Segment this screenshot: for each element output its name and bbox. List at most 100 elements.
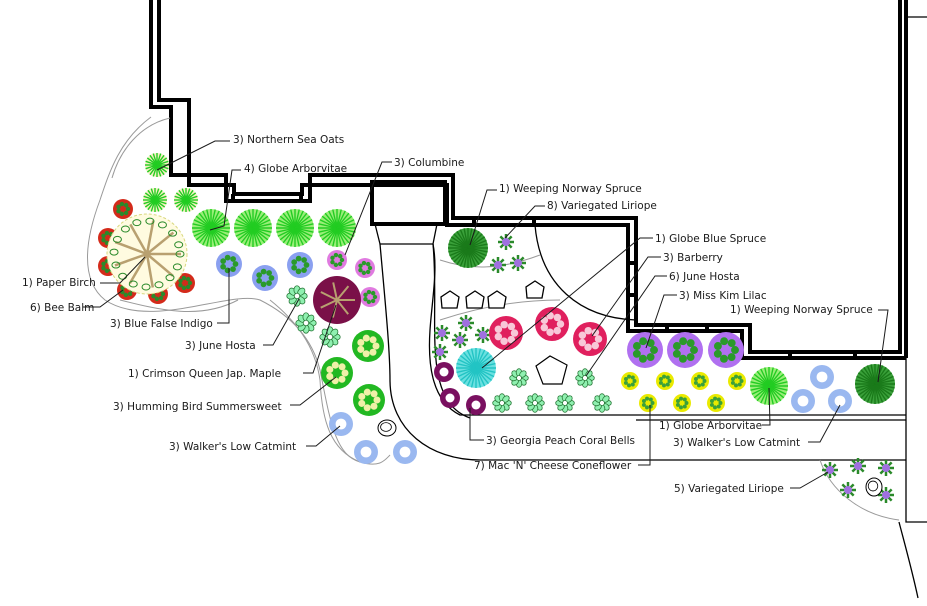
- label-globe-blue-spruce: 1) Globe Blue Spruce: [655, 233, 766, 245]
- leader-line: [217, 268, 230, 324]
- variegated-liriope-plant: [850, 458, 866, 474]
- june-hosta-plant: [525, 393, 545, 413]
- leader-line: [469, 408, 484, 441]
- label-weeping-norway-spruce-a: 1) Weeping Norway Spruce: [499, 183, 642, 195]
- walkers-low-catmint-plant: [354, 440, 378, 464]
- globe-arborvitae-plant: [318, 209, 356, 247]
- variegated-liriope-plant: [458, 315, 474, 331]
- june-hosta-plant: [575, 368, 595, 388]
- mac-n-cheese-coneflower-plant: [728, 372, 746, 390]
- variegated-liriope-plant: [878, 487, 894, 503]
- label-blue-false-indigo: 3) Blue False Indigo: [110, 318, 213, 330]
- leader-line: [808, 404, 841, 443]
- barberry-plant: [535, 307, 569, 341]
- variegated-liriope-plant: [878, 460, 894, 476]
- variegated-liriope-plant: [840, 482, 856, 498]
- miss-kim-lilac-plant: [627, 332, 663, 368]
- walkers-low-catmint-plant: [810, 365, 834, 389]
- bee-balm-plant: [175, 273, 195, 293]
- leader-line: [481, 237, 653, 369]
- walkers-low-catmint-plant: [828, 389, 852, 413]
- georgia-peach-coral-bells-plant: [466, 395, 486, 415]
- stepping-stone: [440, 290, 460, 309]
- northern-sea-oats-plant: [145, 153, 169, 177]
- globe-arborvitae-plant: [234, 209, 272, 247]
- variegated-liriope-plant: [475, 327, 491, 343]
- label-bee-balm: 6) Bee Balm: [30, 302, 94, 314]
- june-hosta-plant: [286, 285, 308, 307]
- leader-line: [762, 387, 771, 426]
- blue-false-indigo-plant: [287, 252, 313, 278]
- globe-blue-spruce-plant: [456, 348, 496, 388]
- boulder: [377, 419, 397, 437]
- house-outline: [149, 0, 927, 360]
- variegated-liriope-plant: [490, 257, 506, 273]
- columbine-plant: [355, 258, 375, 278]
- leader-line: [645, 294, 677, 349]
- variegated-liriope-plant: [498, 234, 514, 250]
- leader-line: [83, 289, 124, 308]
- mac-n-cheese-coneflower-plant: [621, 372, 639, 390]
- label-humming-bird-summersweet: 3) Humming Bird Summersweet: [113, 401, 282, 413]
- boulder-feature: [535, 355, 568, 385]
- leader-line: [504, 205, 545, 239]
- label-variegated-liriope-8: 8) Variegated Liriope: [547, 200, 657, 212]
- label-june-hosta-6: 6) June Hosta: [669, 271, 740, 283]
- label-walkers-low-catmint-a: 3) Walker's Low Catmint: [169, 441, 296, 453]
- june-hosta-plant: [592, 393, 612, 413]
- bee-balm-plant: [113, 199, 133, 219]
- globe-arborvitae-plant: [276, 209, 314, 247]
- leader-lines: [83, 140, 889, 489]
- weeping-norway-spruce-plant: [855, 364, 895, 404]
- label-miss-kim-lilac: 3) Miss Kim Lilac: [679, 290, 767, 302]
- label-mac-n-cheese-coneflower: 7) Mac 'N' Cheese Coneflower: [474, 460, 632, 472]
- label-walkers-low-catmint-b: 3) Walker's Low Catmint: [673, 437, 800, 449]
- northern-sea-oats-plant: [143, 188, 167, 212]
- blue-false-indigo-plant: [252, 265, 278, 291]
- label-variegated-liriope-5: 5) Variegated Liriope: [674, 483, 784, 495]
- stepping-stone: [487, 290, 507, 309]
- humming-bird-summersweet-plant: [321, 357, 353, 389]
- walkers-low-catmint-plant: [393, 440, 417, 464]
- columbine-plant: [327, 250, 347, 270]
- variegated-liriope-plant: [822, 462, 838, 478]
- leader-line: [638, 405, 651, 466]
- georgia-peach-coral-bells-plant: [434, 362, 454, 382]
- leader-line: [100, 256, 146, 284]
- label-paper-birch: 1) Paper Birch: [22, 277, 96, 289]
- leader-line: [585, 275, 667, 377]
- label-georgia-peach-coral-bells: 3) Georgia Peach Coral Bells: [486, 435, 635, 447]
- leader-line: [469, 189, 497, 246]
- label-crimson-queen-maple: 1) Crimson Queen Jap. Maple: [128, 368, 281, 380]
- columbine-plant: [360, 287, 380, 307]
- variegated-liriope-plant: [432, 344, 448, 360]
- june-hosta-plant: [555, 393, 575, 413]
- leader-line: [790, 471, 829, 489]
- stepping-stone: [465, 290, 485, 309]
- variegated-liriope-plant: [510, 255, 526, 271]
- mac-n-cheese-coneflower-plant: [656, 372, 674, 390]
- leader-line: [877, 309, 889, 383]
- label-northern-sea-oats: 3) Northern Sea Oats: [233, 134, 344, 146]
- humming-bird-summersweet-plant: [352, 330, 384, 362]
- boulder: [865, 477, 883, 497]
- leader-line: [591, 256, 661, 337]
- crimson-queen-maple-tree: [313, 276, 361, 324]
- globe-arborvitae-plant: [192, 209, 230, 247]
- miss-kim-lilac-plant: [708, 332, 744, 368]
- label-weeping-norway-spruce-b: 1) Weeping Norway Spruce: [730, 304, 873, 316]
- humming-bird-summersweet-plant: [353, 384, 385, 416]
- label-globe-arborvitae-4: 4) Globe Arborvitae: [244, 163, 347, 175]
- label-globe-arborvitae-1: 1) Globe Arborvitae: [659, 420, 762, 432]
- leader-line: [290, 376, 337, 406]
- june-hosta-plant: [509, 368, 529, 388]
- plants: [98, 153, 895, 503]
- june-hosta-plant: [492, 393, 512, 413]
- mac-n-cheese-coneflower-plant: [673, 394, 691, 412]
- mac-n-cheese-coneflower-plant: [707, 394, 725, 412]
- stepping-stone: [525, 280, 545, 299]
- mac-n-cheese-coneflower-plant: [691, 372, 709, 390]
- globe-arborvitae-plant: [750, 367, 788, 405]
- blue-false-indigo-plant: [216, 251, 242, 277]
